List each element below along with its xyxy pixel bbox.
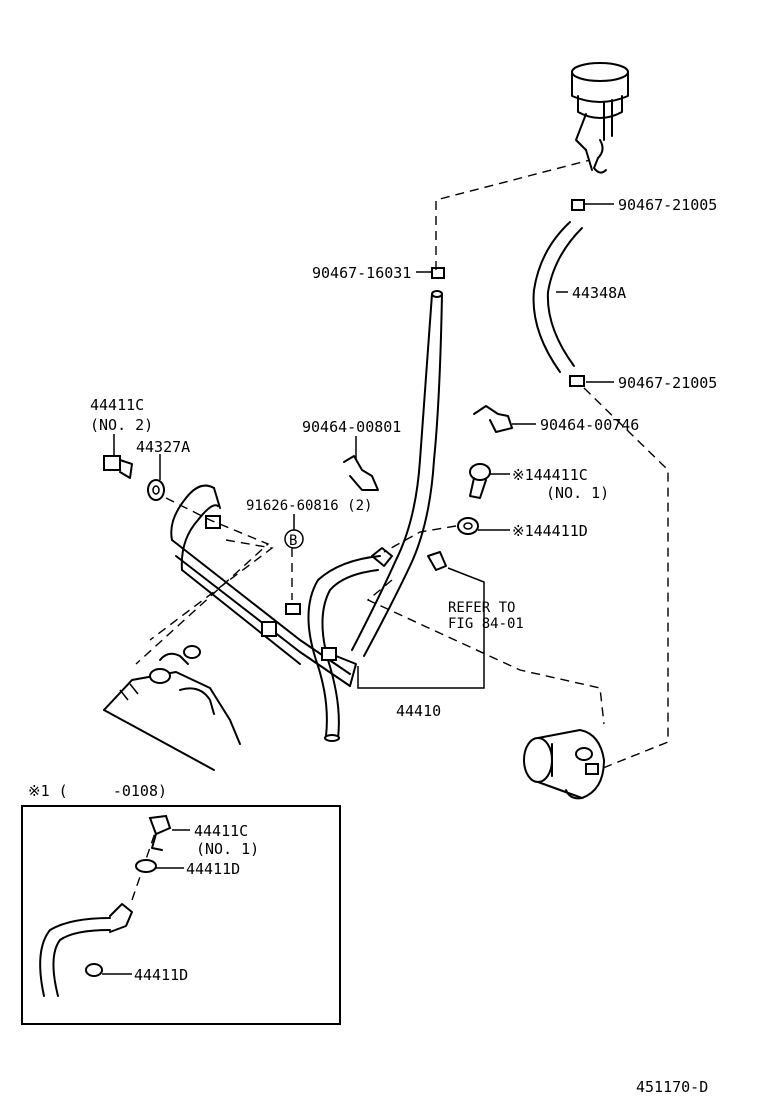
label-91626-60816: 91626-60816 (2): [246, 498, 372, 514]
label-44410: 44410: [396, 702, 441, 720]
power-steering-pump: [523, 729, 605, 800]
label-44327A: 44327A: [136, 438, 190, 456]
steering-gear: [103, 645, 241, 771]
callout-b: B: [284, 529, 304, 549]
label-90464-00801: 90464-00801: [302, 418, 401, 436]
label-no1: (NO. 1): [546, 484, 609, 502]
label-no2: (NO. 2): [90, 416, 153, 434]
return-hose-44348A: [532, 199, 585, 387]
fitting-refer: [427, 551, 447, 571]
label-144411C: ※144411C: [512, 466, 588, 484]
clamp-90464-00801: [343, 455, 379, 491]
inset-label-no1: (NO. 1): [196, 840, 259, 858]
label-90467-16031: 90467-16031: [312, 264, 411, 282]
inset-note: ※1 ( -0108): [28, 782, 167, 800]
label-44348A: 44348A: [572, 284, 626, 302]
pressure-hose-44410: [307, 267, 445, 742]
pipe-assembly: [170, 484, 357, 687]
clamp-90464-00746: [473, 405, 513, 433]
label-refer-to: REFER TO: [448, 600, 515, 616]
label-44411C-no2: 44411C: [90, 396, 144, 414]
gasket-144411D: [457, 517, 479, 535]
leader-lines: [113, 203, 614, 689]
label-90467-21005-top: 90467-21005: [618, 196, 717, 214]
dashed-leaders: [135, 159, 669, 771]
hose-end-fitting: [371, 547, 393, 567]
label-144411D: ※144411D: [512, 522, 588, 540]
label-90467-21005-mid: 90467-21005: [618, 374, 717, 392]
inset-box: [21, 805, 341, 1025]
label-fig-ref: FIG 84-01: [448, 616, 524, 632]
callout-b-label: B: [289, 533, 297, 549]
inset-label-44411D-a: 44411D: [186, 860, 240, 878]
figure-id: 451170-D: [636, 1078, 708, 1096]
union-bolt-144411C: [469, 463, 491, 499]
union-bolt-44411C-no2: [103, 455, 133, 479]
inset-label-44411D-b: 44411D: [134, 966, 188, 984]
label-90464-00746: 90464-00746: [540, 416, 639, 434]
inset-label-44411C: 44411C: [194, 822, 248, 840]
gasket-44327A: [147, 479, 165, 501]
reservoir-tank: [571, 62, 629, 174]
